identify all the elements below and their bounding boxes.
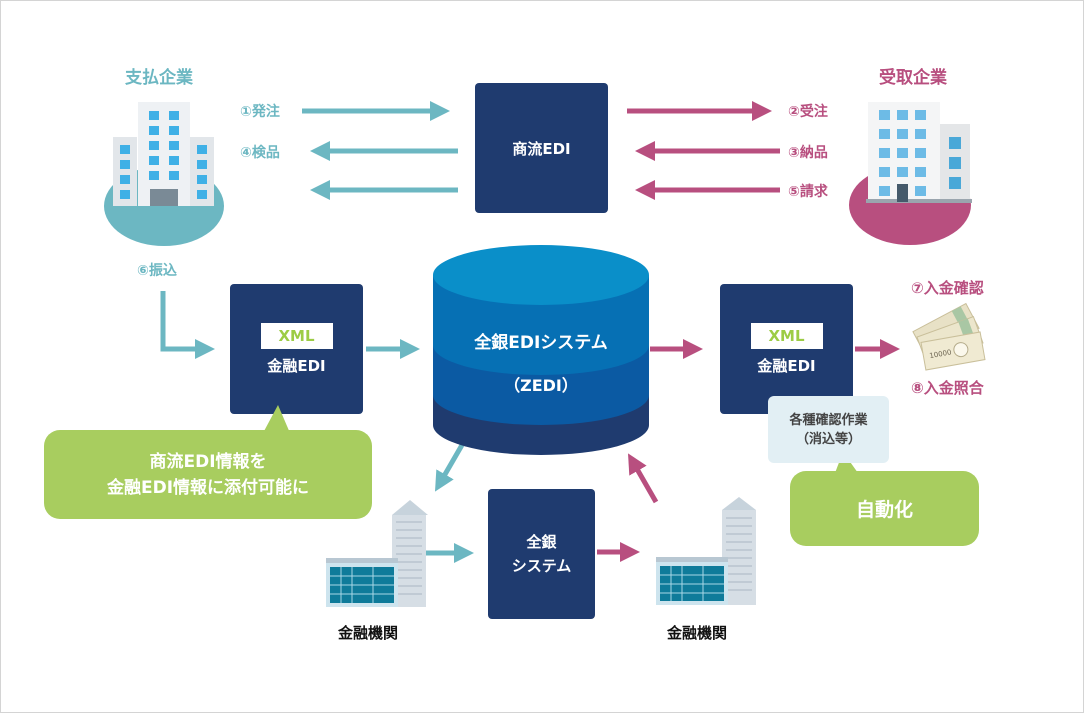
- note-line1: 各種確認作業: [789, 412, 868, 428]
- note-confirmation-work: 各種確認作業 （消込等）: [768, 396, 889, 463]
- financial-edi-right-label: 金融EDI: [757, 356, 816, 375]
- zengin-system-box: 全銀 システム: [488, 489, 595, 619]
- bubble-automation-label: 自動化: [855, 499, 913, 521]
- step-4-inspection: ④検品: [240, 145, 280, 161]
- payee-label: 受取企業: [879, 68, 947, 88]
- payee-building-icon: [849, 102, 972, 245]
- bank-left-building-icon: [326, 500, 428, 607]
- zedi-abbrev: （ZEDI）: [504, 376, 578, 395]
- banknote-value: 10000: [929, 348, 952, 360]
- arrow-transfer: [160, 291, 215, 359]
- step-1-order: ①発注: [240, 104, 280, 120]
- payer-building-icon: [104, 102, 224, 246]
- step-6-transfer: ⑥振込: [137, 263, 177, 279]
- financial-edi-left-label: 金融EDI: [267, 356, 326, 375]
- bank-left-label: 金融機関: [338, 624, 399, 642]
- bubble-attach-info: 商流EDI情報を 金融EDI情報に添付可能に: [44, 430, 372, 519]
- xml-tag-right: XML: [750, 322, 823, 349]
- zengin-system-line1: 全銀: [526, 533, 557, 551]
- step-3-delivery: ③納品: [788, 145, 828, 161]
- bubble-automation: 自動化: [790, 471, 979, 546]
- zedi-label: 全銀EDIシステム: [474, 333, 608, 353]
- bubble-attach-line2: 金融EDI情報に添付可能に: [106, 477, 310, 498]
- bubble-attach-line1: 商流EDI情報を: [149, 451, 267, 472]
- bank-right-building-icon: [656, 497, 756, 605]
- xml-tag-left: XML: [260, 322, 333, 349]
- step-8-payment-reconciliation: ⑧入金照合: [911, 379, 984, 397]
- arrow-zedi-to-bank: [434, 443, 465, 492]
- bank-right-label: 金融機関: [667, 624, 728, 642]
- zengin-system-line2: システム: [511, 557, 572, 575]
- financial-edi-left-box: XML 金融EDI: [230, 284, 363, 414]
- step-2-order-received: ②受注: [788, 104, 828, 120]
- financial-edi-right-box: XML 金融EDI: [720, 284, 853, 414]
- step-5-invoice: ⑤請求: [788, 184, 828, 200]
- zedi-cylinder-icon: [433, 245, 649, 455]
- payer-label: 支払企業: [125, 68, 193, 88]
- banknote-icon: 10000: [912, 302, 986, 371]
- step-7-payment-confirmation: ⑦入金確認: [911, 279, 984, 297]
- arrow-bank-to-zedi: [628, 453, 659, 504]
- note-line2: （消込等）: [795, 431, 861, 447]
- commerce-edi-box: 商流EDI: [475, 83, 608, 213]
- commerce-edi-label: 商流EDI: [512, 139, 571, 158]
